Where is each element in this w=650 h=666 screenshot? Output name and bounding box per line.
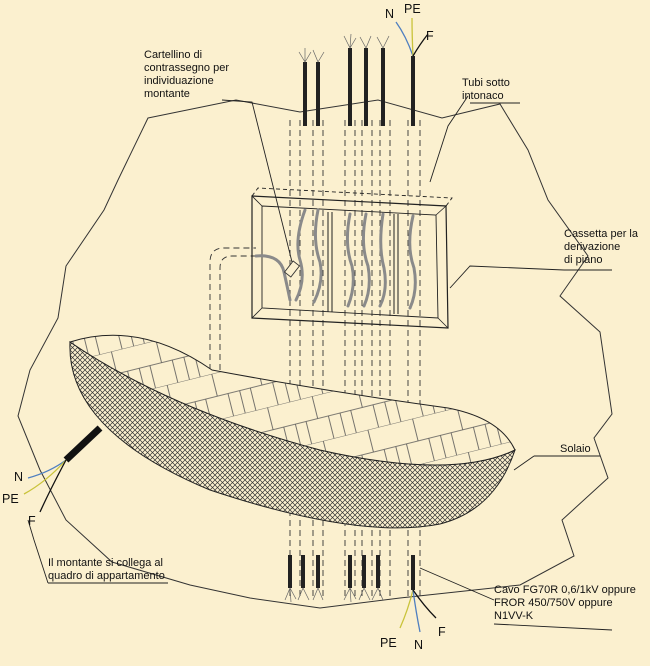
bottom-wires [399,589,437,633]
label-montante: Il montante si collega al quadro di appa… [48,557,165,583]
wire-label-left-pe: PE [2,492,19,506]
wire-label-bottom-f: F [438,625,446,639]
label-line: contrassegno per [144,62,229,74]
frayed-ends-top [298,33,390,63]
label-line: N1VV-K [494,610,534,622]
label-line: di piano [564,254,603,266]
wire-label-left-f: F [28,514,36,528]
leader-lines [27,95,613,631]
identification-tag [283,260,301,278]
label-line: intonaco [462,90,504,102]
label-line: Il montante si collega al [48,557,163,569]
wire-label-bottom-pe: PE [380,636,397,650]
label-line: Tubi sotto [462,77,510,89]
top-wires [395,17,429,57]
label-line: Cassetta per la [564,228,638,240]
frayed-ends-bottom [284,587,384,603]
label-line: Cavo FG70R 0,6/1kV oppure [494,584,636,596]
label-cavo: Cavo FG70R 0,6/1kV oppure FROR 450/750V … [494,584,636,623]
label-tubi: Tubi sotto intonaco [462,77,510,103]
label-line: individuazione [144,75,214,87]
label-line: FROR 450/750V oppure [494,597,613,609]
label-cartellino: Cartellino di contrassegno per individua… [144,49,229,101]
box-wires [254,208,417,310]
top-cables [303,48,415,126]
label-line: quadro di appartamento [48,570,165,582]
wall-outline [17,99,613,609]
wire-label-top-n: N [385,7,395,21]
wire-label-left-n: N [14,470,24,484]
left-cable [23,425,103,513]
wire-label-bottom-n: N [414,638,424,652]
label-line: Cartellino di [144,49,203,61]
junction-box [251,187,453,329]
label-line: derivazione [564,241,621,253]
bottom-cables [288,555,415,590]
label-cassetta: Cassetta per la derivazione di piano [564,228,638,267]
wire-label-top-pe: PE [404,2,421,16]
slab-top [68,334,516,466]
label-line: montante [144,88,190,100]
label-solaio: Solaio [560,443,591,455]
wire-label-top-f: F [426,29,434,43]
